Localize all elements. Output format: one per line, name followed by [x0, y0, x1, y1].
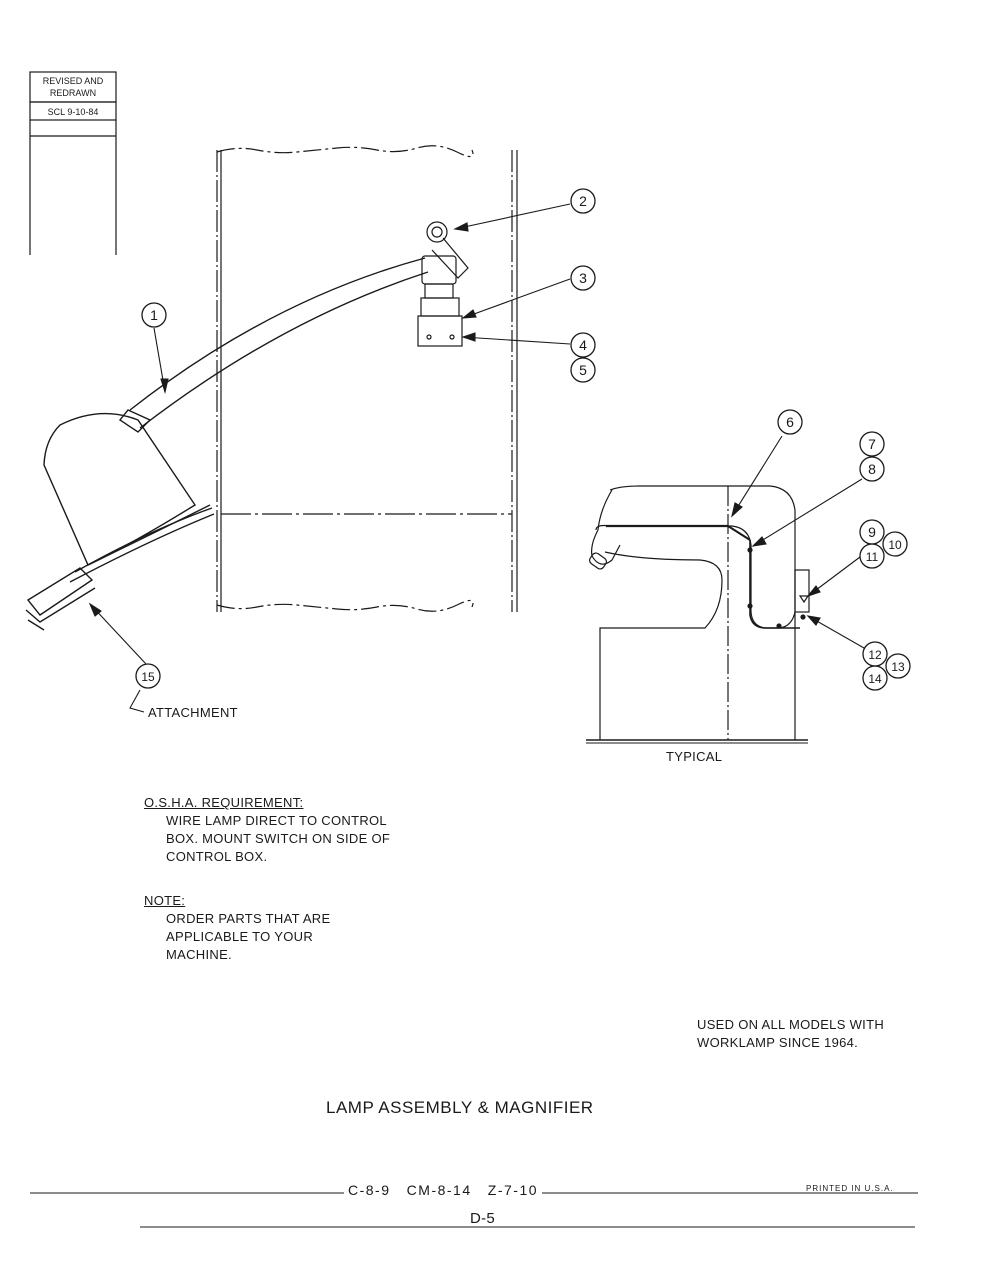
callout-12: 12	[868, 648, 882, 662]
note: NOTE: ORDER PARTS THAT ARE APPLICABLE TO…	[144, 892, 330, 964]
callout-1: 1	[150, 307, 158, 323]
callout-8: 8	[868, 461, 876, 477]
footer-printed: PRINTED IN U.S.A.	[806, 1184, 894, 1193]
note-line: ORDER PARTS THAT ARE	[166, 911, 331, 926]
callout-6: 6	[786, 414, 794, 430]
callout-10: 10	[888, 538, 902, 552]
typical-label: TYPICAL	[666, 749, 723, 764]
mount-fitting	[417, 221, 469, 347]
osha-line: WIRE LAMP DIRECT TO CONTROL	[166, 813, 387, 828]
footer-page-number: D-5	[470, 1210, 496, 1227]
revision-line1: REVISED AND	[43, 76, 104, 86]
revision-line3: SCL 9-10-84	[48, 107, 99, 117]
used-on-note: USED ON ALL MODELS WITH WORKLAMP SINCE 1…	[697, 1016, 884, 1052]
page-title: LAMP ASSEMBLY & MAGNIFIER	[326, 1098, 594, 1117]
lamp-arm	[129, 257, 429, 429]
callout-4: 4	[579, 337, 587, 353]
footer-models: C-8-9 CM-8-14 Z-7-10	[344, 1181, 543, 1199]
osha-line: CONTROL BOX.	[166, 849, 268, 864]
callout-15: 15	[141, 670, 155, 684]
lamp-shade	[25, 409, 215, 631]
callout-13: 13	[891, 660, 905, 674]
note-heading: NOTE:	[144, 893, 186, 908]
osha-heading: O.S.H.A. REQUIREMENT:	[144, 795, 304, 810]
callout-9: 9	[868, 524, 876, 540]
attachment-label: ATTACHMENT	[148, 705, 238, 720]
note-line: APPLICABLE TO YOUR	[166, 929, 314, 944]
note-line: MACHINE.	[166, 947, 232, 962]
callout-14: 14	[868, 672, 882, 686]
callout-numbers: 1 2 3 4 5 6 7 8 9 10 11 12 13 14 15	[141, 193, 905, 686]
callout-5: 5	[579, 362, 587, 378]
callout-11: 11	[866, 550, 879, 564]
revision-box	[29, 71, 117, 255]
callout-2: 2	[579, 193, 587, 209]
callout-7: 7	[868, 436, 876, 452]
used-on-line: USED ON ALL MODELS WITH	[697, 1017, 885, 1032]
machine-column	[216, 145, 518, 612]
callout-circles	[135, 188, 911, 691]
osha-requirement: O.S.H.A. REQUIREMENT: WIRE LAMP DIRECT T…	[144, 794, 390, 866]
typical-view	[586, 485, 810, 744]
leader-lines	[88, 203, 865, 713]
callout-3: 3	[579, 270, 587, 286]
revision-line2: REDRAWN	[50, 88, 96, 98]
osha-line: BOX. MOUNT SWITCH ON SIDE OF	[166, 831, 391, 846]
used-on-line: WORKLAMP SINCE 1964.	[697, 1035, 859, 1050]
